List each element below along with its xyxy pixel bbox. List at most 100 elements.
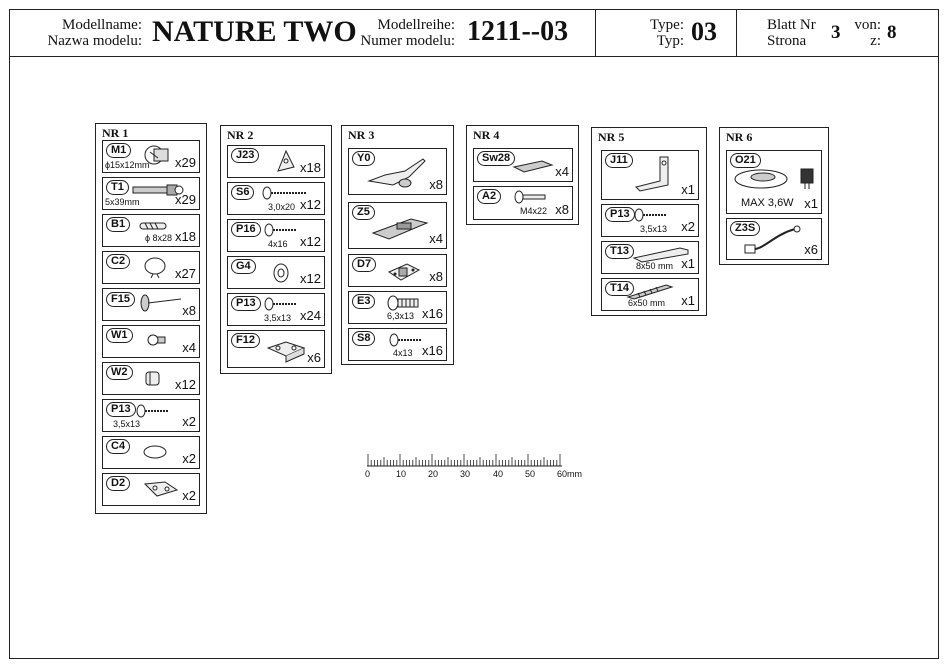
of-label: von: z: [845,17,881,49]
part-code: G4 [231,259,256,274]
group-title: NR 2 [227,128,254,142]
cap-icon [144,257,166,279]
type-label-de: Type: [650,17,684,33]
page-frame [9,9,939,659]
part-code: C4 [106,439,131,454]
part-qty: x18 [300,160,321,175]
part-code: P13 [106,402,136,417]
part-code: B1 [106,217,131,232]
part-code: Z5 [352,205,375,220]
part-w1: W1 x4 [102,325,200,358]
screw-icon [136,404,168,418]
part-code: S6 [231,185,255,200]
part-qty: x12 [300,271,321,286]
group-title: NR 6 [726,130,753,144]
part-code: Z3S [730,221,761,236]
part-qty: x6 [307,350,321,365]
part-qty: x8 [429,177,443,192]
part-size: 5x39mm [105,197,140,207]
part-size: 4x16 [268,239,288,249]
part-code: P13 [605,207,635,222]
part-a2: A2 M4x22 x8 [473,186,573,220]
part-qty: x4 [429,231,443,246]
part-qty: x16 [422,306,443,321]
part-code: A2 [477,189,502,204]
part-code: O21 [730,153,761,168]
part-size: ϕ 8x28 [145,233,173,243]
ruler-label: 0 [365,469,371,479]
washer-icon [273,263,289,283]
plate-bracket-icon [143,481,179,497]
mounting-plate-icon [387,263,421,281]
group-title: NR 3 [348,128,375,142]
part-code: C2 [106,254,131,269]
part-p13: P13 3,5x13 x2 [102,399,200,432]
part-qty: x1 [681,293,695,308]
part-t1: T1 5x39mm x29 [102,177,200,210]
part-s8: S8 4x13 x16 [348,328,447,361]
part-code: J11 [605,153,633,168]
scale-ruler: 0 10 20 30 40 50 60mm [365,452,582,482]
part-qty: x8 [555,202,569,217]
hinge-icon [367,158,426,188]
part-qty: x12 [300,197,321,212]
part-size: MAX 3,6W [741,197,794,209]
part-code: F15 [106,292,135,307]
part-y0: Y0 x8 [348,148,447,195]
part-code: T13 [605,244,634,259]
part-p13-nr5: P13 3,5x13 x2 [601,204,699,237]
ruler-label: 50 [525,469,536,479]
part-size: 4x13 [393,348,413,358]
part-t14: T14 6x50 mm x1 [601,278,699,311]
part-qty: x2 [182,414,196,429]
part-code: M1 [106,143,132,158]
part-qty: x29 [175,155,196,170]
dowel-icon [139,222,167,230]
series-value: 1211--03 [467,16,569,47]
part-code: Y0 [352,151,376,166]
screw-icon [389,333,421,347]
sheet-value: 3 [831,22,841,43]
part-qty: x1 [681,182,695,197]
part-code: F12 [231,333,260,348]
nail-icon [140,294,182,312]
part-z3s: Z3S x6 [726,218,822,260]
part-qty: x8 [429,269,443,284]
group-nr4: NR 4 Sw28 x4 A2 M4x22 x8 [466,125,579,225]
part-qty: x1 [681,256,695,271]
part-qty: x2 [182,488,196,503]
screw-icon [264,223,296,237]
wall-plug-icon [632,247,689,263]
part-size: M4x22 [520,206,548,216]
lock-plate-icon [371,218,429,240]
series-label-de: Modellreihe: [377,17,455,33]
part-f15: F15 x8 [102,288,200,321]
part-j11: J11 x1 [601,150,699,200]
angle-bracket-icon [277,149,295,172]
part-code: W1 [106,328,133,343]
sheet-label-de: Blatt Nr [767,17,816,33]
part-code: Sw28 [477,151,516,166]
ruler-label: 20 [428,469,439,479]
shelf-pin-icon [147,334,166,346]
part-z5: Z5 x4 [348,202,447,249]
part-qty: x24 [300,308,321,323]
part-code: W2 [106,365,133,380]
part-qty: x29 [175,192,196,207]
ruler-label: 60mm [557,469,583,479]
part-code: D2 [106,476,131,491]
part-code: S8 [352,331,376,346]
part-qty: x2 [681,219,695,234]
part-qty: x18 [175,229,196,244]
corner-bracket-icon [266,341,306,363]
part-qty: x12 [300,234,321,249]
part-size: 8x50 mm [636,261,674,271]
part-qty: x4 [182,340,196,355]
disc-cap-icon [143,445,167,459]
ruler-label: 30 [460,469,471,479]
part-qty: x27 [175,266,196,281]
part-size: 3,5x13 [640,224,668,234]
type-label: Type: Typ: [629,17,684,49]
part-o21: O21 MAX 3,6W x1 [726,150,822,214]
model-name: NATURE TWO [152,15,357,48]
